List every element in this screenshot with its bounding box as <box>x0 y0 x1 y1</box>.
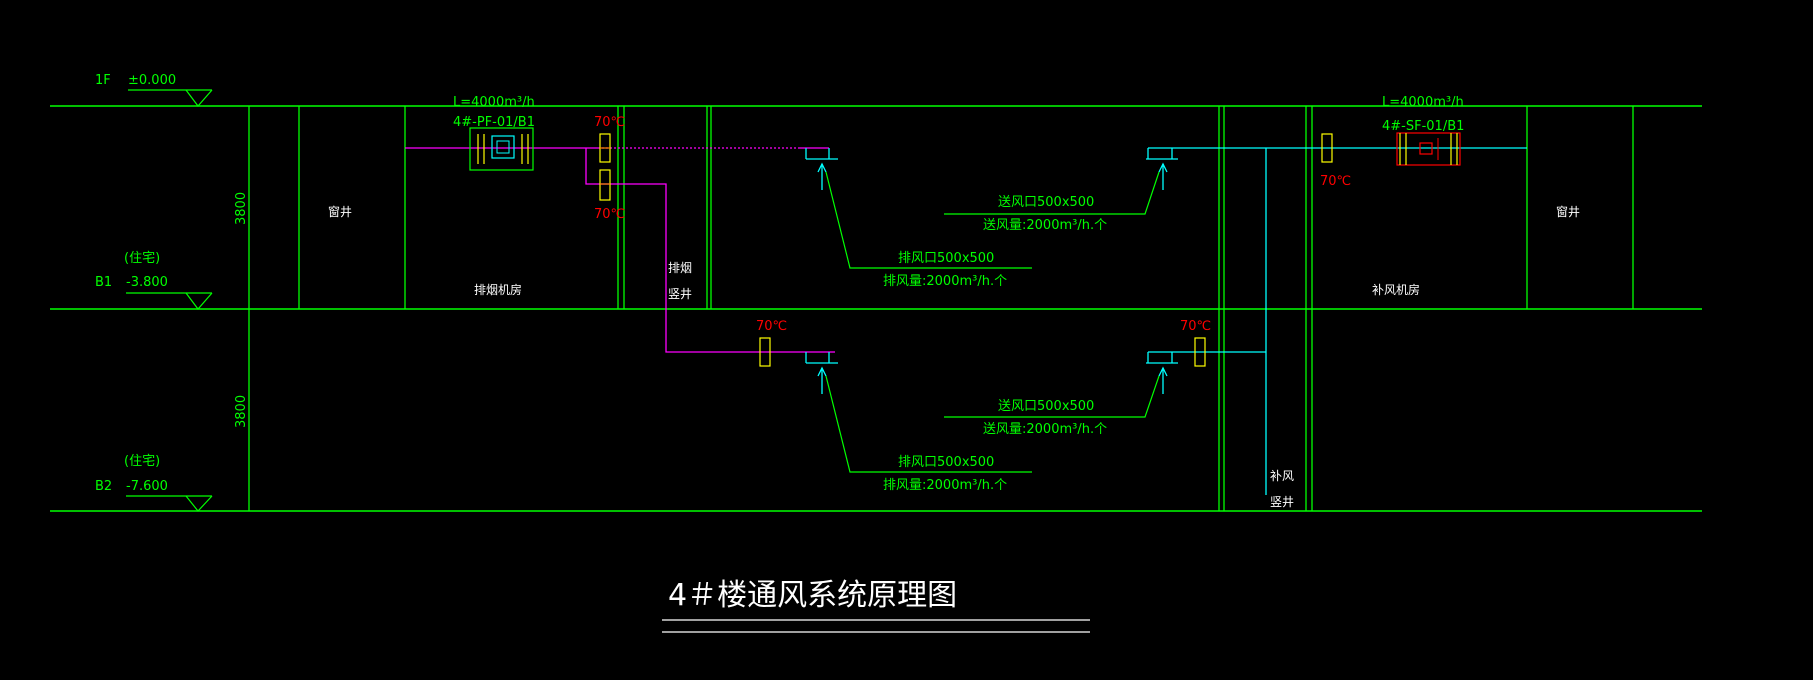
b2-supply-outlet-size: 送风口500x500 <box>998 399 1094 414</box>
b2-exhaust-outlet-flow: 排风量:2000m³/h.个 <box>883 478 1007 493</box>
room-window-well-left: 窗井 <box>328 205 352 219</box>
level-elevation-b2: -7.600 <box>126 479 168 494</box>
fire-damper-3 <box>759 337 771 367</box>
room-smoke-shaft-line1: 排烟 <box>668 261 692 275</box>
supply-duct-system <box>1148 147 1527 495</box>
fire-damper-5 <box>1321 133 1333 163</box>
room-smoke-shaft-line2: 竖井 <box>668 287 692 301</box>
level-triangle-icon <box>185 292 213 310</box>
level-elevation-b1: -3.800 <box>126 275 168 290</box>
floor-lines <box>50 105 1702 512</box>
level-elevation-1f: ±0.000 <box>128 73 176 88</box>
b2-supply-outlet-flow: 送风量:2000m³/h.个 <box>983 422 1107 437</box>
drawing-title: 4＃楼通风系统原理图 <box>668 578 957 613</box>
fan-icon <box>1419 142 1433 155</box>
b1-exhaust-outlet-size: 排风口500x500 <box>898 251 994 266</box>
room-makeup-shaft-line2: 竖井 <box>1270 495 1294 509</box>
supply-fan <box>1396 132 1461 166</box>
floor-height-b1: 3800 <box>234 192 249 225</box>
fire-damper-label-3: 70℃ <box>756 319 787 334</box>
level-note-b2: (住宅) <box>124 454 160 469</box>
exhaust-fan <box>469 127 534 171</box>
fire-damper-label-1: 70℃ <box>594 115 625 130</box>
b1-supply-outlet <box>1146 148 1178 190</box>
b1-exhaust-outlet-flow: 排风量:2000m³/h.个 <box>883 274 1007 289</box>
level-triangle-icon <box>185 495 213 512</box>
fire-damper-label-2: 70℃ <box>594 207 625 222</box>
level-triangle-icon <box>185 89 213 107</box>
fan-icon <box>491 135 515 159</box>
level-marker-b2: (住宅) B2 -7.600 <box>95 454 213 512</box>
b2-exhaust-outlet <box>805 352 838 394</box>
supply-leaders <box>944 171 1160 418</box>
walls <box>248 106 1634 511</box>
floor-height-b2: 3800 <box>234 395 249 428</box>
exhaust-fan-tag: 4#-PF-01/B1 <box>453 115 535 130</box>
room-window-well-right: 窗井 <box>1556 205 1580 219</box>
room-makeup-air-room: 补风机房 <box>1372 282 1420 297</box>
fire-damper-label-4: 70℃ <box>1180 319 1211 334</box>
room-makeup-shaft-line1: 补风 <box>1270 469 1294 483</box>
level-note-b1: (住宅) <box>124 251 160 266</box>
level-marker-b1: (住宅) B1 -3.800 <box>95 251 213 310</box>
exhaust-duct-system <box>405 147 835 353</box>
b1-exhaust-outlet <box>805 148 838 190</box>
level-name-b1: B1 <box>95 275 112 290</box>
b1-supply-outlet-flow: 送风量:2000m³/h.个 <box>983 218 1107 233</box>
level-name-b2: B2 <box>95 479 112 494</box>
b2-supply-outlet <box>1146 352 1178 394</box>
exhaust-leaders <box>825 171 1032 473</box>
fire-damper-1 <box>599 133 611 163</box>
supply-fan-tag: 4#-SF-01/B1 <box>1382 119 1464 134</box>
supply-fan-flow: L=4000m³/h <box>1382 95 1464 110</box>
room-exhaust-fan-room: 排烟机房 <box>474 282 522 297</box>
level-name-1f: 1F <box>95 73 111 88</box>
b2-exhaust-outlet-size: 排风口500x500 <box>898 455 994 470</box>
fire-damper-2 <box>599 169 611 201</box>
fire-damper-4 <box>1194 337 1206 367</box>
b1-supply-outlet-size: 送风口500x500 <box>998 195 1094 210</box>
exhaust-fan-flow: L=4000m³/h <box>453 95 535 110</box>
level-marker-1f: 1F ±0.000 <box>95 73 213 107</box>
fire-damper-label-5: 70℃ <box>1320 174 1351 189</box>
